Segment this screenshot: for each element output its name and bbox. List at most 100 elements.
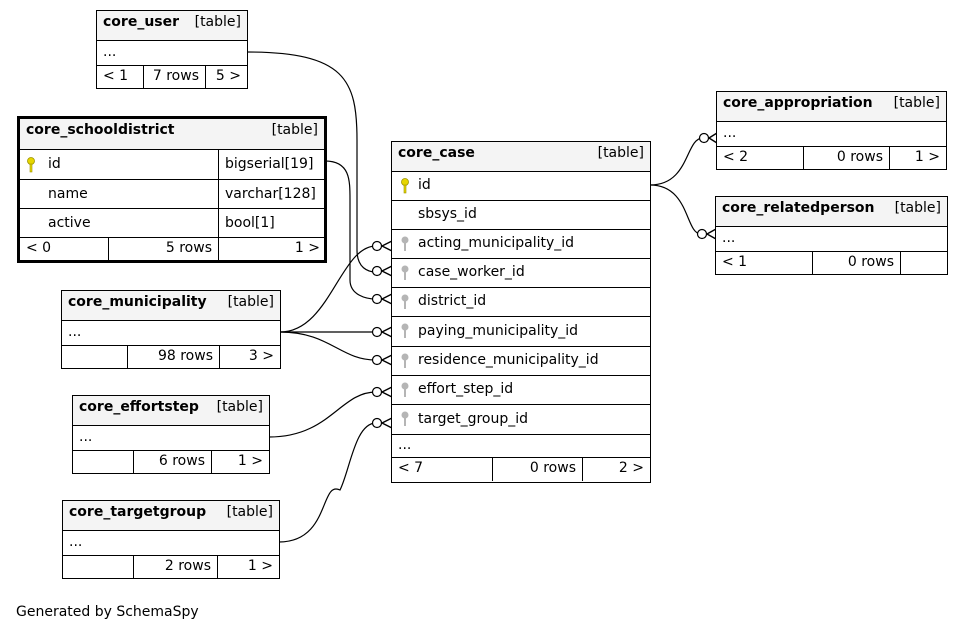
table-kind: [table] <box>271 122 318 138</box>
nav-next[interactable]: 1 > <box>218 238 326 260</box>
nav-next[interactable]: 1 > <box>889 147 946 169</box>
row-count: 6 rows <box>133 451 211 473</box>
column-name: target_group_id <box>418 411 529 427</box>
table-kind: [table] <box>894 200 941 216</box>
column-name: id <box>48 156 61 172</box>
table-body: ... <box>69 534 83 550</box>
table-name: core_user <box>103 14 180 30</box>
column-type: bool[1] <box>218 209 326 237</box>
foreign-key-icon <box>401 382 409 397</box>
table-name: core_appropriation <box>723 95 873 111</box>
column-name: acting_municipality_id <box>418 235 575 251</box>
column-name: name <box>48 186 88 202</box>
table-core-municipality[interactable]: core_municipality [table] ... 98 rows 3 … <box>61 290 281 369</box>
table-name: core_municipality <box>68 294 207 310</box>
table-header: core_targetgroup [table] <box>63 501 279 531</box>
nav-next[interactable]: 3 > <box>219 346 280 368</box>
table-core-relatedperson[interactable]: core_relatedperson [table] ... < 1 0 row… <box>715 196 948 275</box>
table-core-effortstep[interactable]: core_effortstep [table] ... 6 rows 1 > <box>72 395 270 474</box>
nav-prev[interactable]: < 1 <box>722 254 748 270</box>
table-name: core_targetgroup <box>69 504 207 520</box>
table-body: ... <box>79 429 93 445</box>
table-header: core_schooldistrict [table] <box>20 119 324 150</box>
row-count: 2 rows <box>133 556 217 578</box>
table-body: ... <box>722 230 736 246</box>
foreign-key-icon <box>401 236 409 251</box>
column-row: effort_step_id <box>392 376 650 405</box>
table-body: ... <box>398 437 412 453</box>
nav-next[interactable]: 1 > <box>211 451 269 473</box>
table-name: core_relatedperson <box>722 200 875 216</box>
nav-prev[interactable]: < 1 <box>103 68 129 84</box>
primary-key-icon <box>27 157 35 173</box>
table-kind: [table] <box>226 504 273 520</box>
foreign-key-icon <box>401 323 409 338</box>
row-count: 98 rows <box>127 346 219 368</box>
edge-target <box>278 422 377 543</box>
table-header: core_user [table] <box>97 11 247 41</box>
table-core-targetgroup[interactable]: core_targetgroup [table] ... 2 rows 1 > <box>62 500 280 579</box>
edge-acting <box>279 245 377 333</box>
table-header: core_case [table] <box>392 142 650 172</box>
table-header: core_municipality [table] <box>62 291 280 321</box>
edge-district <box>324 160 377 300</box>
edge-effort <box>268 391 377 438</box>
column-row: target_group_id <box>392 405 650 435</box>
foreign-key-icon <box>401 265 409 280</box>
nav-next[interactable]: 1 > <box>217 556 279 578</box>
table-body: ... <box>68 324 82 340</box>
column-name: residence_municipality_id <box>418 352 599 368</box>
table-header: core_effortstep [table] <box>73 396 269 426</box>
table-name: core_effortstep <box>79 399 199 415</box>
column-row: id bigserial[19] <box>20 150 324 180</box>
nav-prev[interactable] <box>63 556 133 578</box>
row-count: 7 rows <box>143 66 205 88</box>
column-name: sbsys_id <box>418 206 477 222</box>
column-row: active bool[1] <box>20 209 324 238</box>
nav-next[interactable] <box>900 252 947 274</box>
column-name: id <box>418 177 431 193</box>
column-row: name varchar[128] <box>20 180 324 209</box>
table-core-case[interactable]: core_case [table] id sbsys_id acting_mun… <box>391 141 651 483</box>
table-core-schooldistrict[interactable]: core_schooldistrict [table] id bigserial… <box>17 116 327 263</box>
column-row: residence_municipality_id <box>392 347 650 376</box>
row-count: 0 rows <box>812 252 900 274</box>
column-type: varchar[128] <box>218 180 326 208</box>
table-header: core_relatedperson [table] <box>716 197 947 227</box>
nav-prev[interactable]: < 2 <box>723 149 749 165</box>
table-body: ... <box>103 44 117 60</box>
row-count: 5 rows <box>108 238 218 260</box>
table-kind: [table] <box>216 399 263 415</box>
column-name: active <box>48 215 91 231</box>
foreign-key-icon <box>401 294 409 309</box>
column-row: id <box>392 172 650 201</box>
nav-prev[interactable]: < 7 <box>398 460 424 476</box>
table-kind: [table] <box>194 14 241 30</box>
column-name: district_id <box>418 293 487 309</box>
row-count: 0 rows <box>492 458 582 481</box>
nav-prev[interactable] <box>62 346 127 368</box>
table-core-appropriation[interactable]: core_appropriation [table] ... < 2 0 row… <box>716 91 947 170</box>
table-name: core_schooldistrict <box>26 122 175 138</box>
column-name: paying_municipality_id <box>418 323 579 339</box>
table-kind: [table] <box>227 294 274 310</box>
table-kind: [table] <box>597 145 644 161</box>
edge-appropriation <box>649 137 704 186</box>
column-name: effort_step_id <box>418 381 514 397</box>
column-type: bigserial[19] <box>218 150 326 179</box>
nav-prev[interactable]: < 0 <box>26 240 52 256</box>
nav-next[interactable]: 5 > <box>205 66 247 88</box>
column-row: acting_municipality_id <box>392 230 650 259</box>
nav-next[interactable]: 2 > <box>582 458 650 481</box>
column-row: case_worker_id <box>392 259 650 288</box>
nav-prev[interactable] <box>73 451 133 473</box>
table-core-user[interactable]: core_user [table] ... < 1 7 rows 5 > <box>96 10 248 89</box>
foreign-key-icon <box>401 411 409 426</box>
column-row: sbsys_id <box>392 201 650 230</box>
table-name: core_case <box>398 145 475 161</box>
generated-by-footer: Generated by SchemaSpy <box>16 604 199 620</box>
primary-key-icon <box>401 178 409 194</box>
row-count: 0 rows <box>803 147 889 169</box>
foreign-key-icon <box>401 353 409 368</box>
